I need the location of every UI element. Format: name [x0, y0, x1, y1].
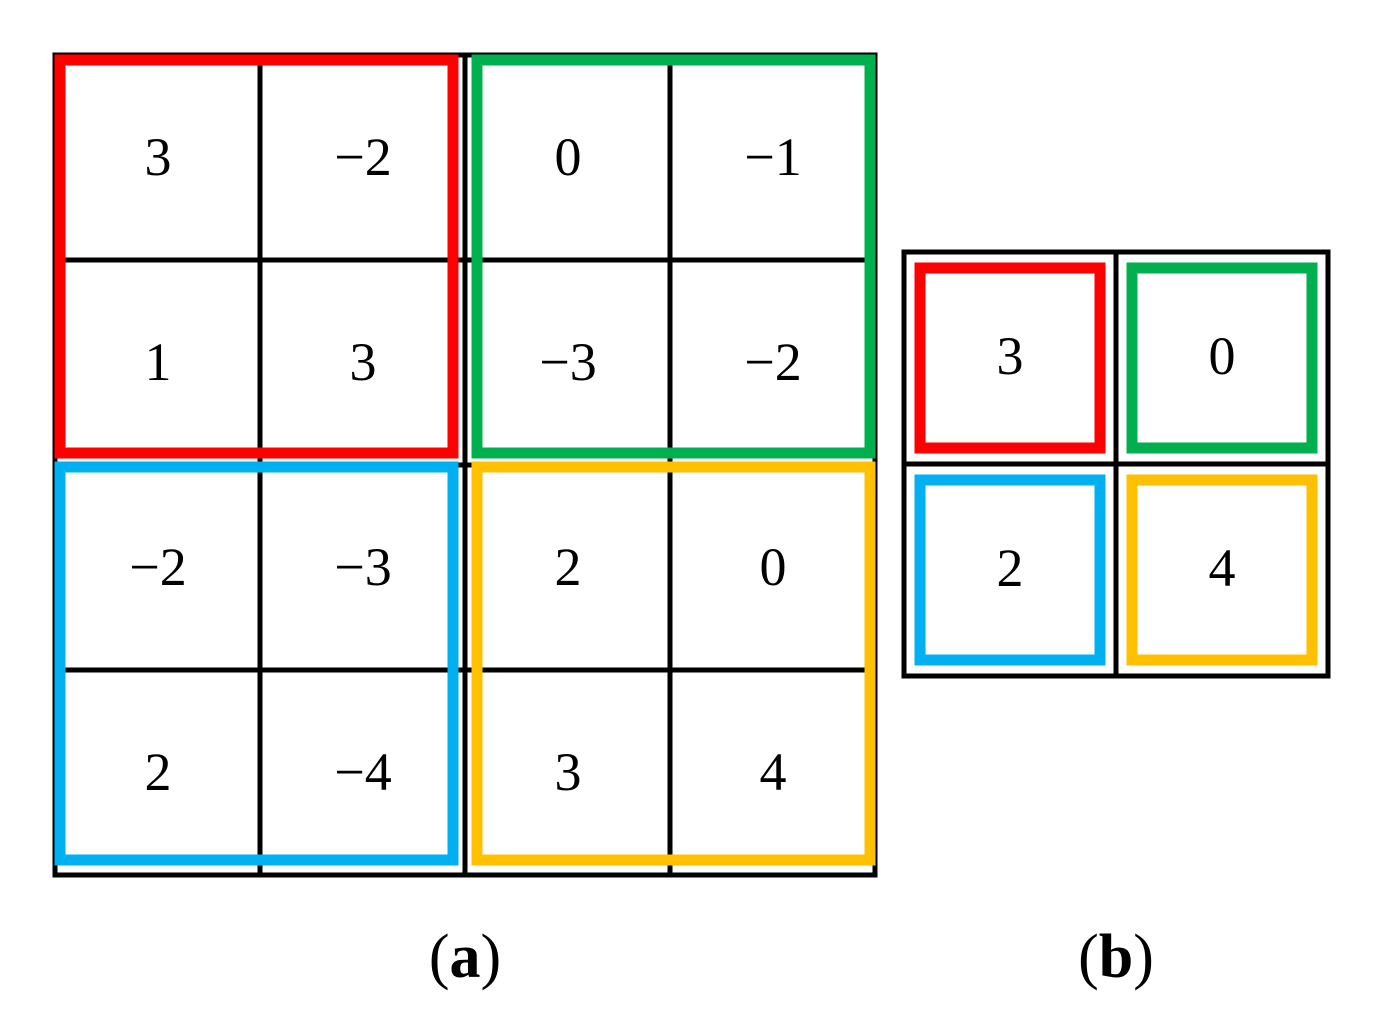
cell-value: 1 [145, 332, 172, 392]
cell-value: −3 [334, 537, 391, 597]
cell-value: 2 [145, 742, 172, 802]
panel-a: 3 −2 0 −1 1 3 −3 −2 −2 −3 2 0 2 −4 3 4 (… [52, 52, 878, 991]
panel-a-caption: (a) [429, 923, 501, 991]
cell-value: 0 [555, 127, 582, 187]
cell-value: −2 [334, 127, 391, 187]
cell-value: 2 [555, 537, 582, 597]
cell-value: 3 [350, 332, 377, 392]
window-green [471, 54, 876, 459]
output-value: 0 [1209, 326, 1236, 386]
cell-value: −1 [744, 127, 801, 187]
caption-letter: b [1099, 923, 1133, 991]
caption-letter: a [450, 923, 481, 991]
output-value: 4 [1209, 538, 1236, 598]
output-border-yellow [1126, 474, 1318, 666]
output-value: 2 [997, 538, 1024, 598]
caption-open-paren: ( [429, 923, 450, 991]
panel-b-cell-borders [914, 262, 1318, 666]
window-yellow [471, 461, 876, 866]
panel-a-values: 3 −2 0 −1 1 3 −3 −2 −2 −3 2 0 2 −4 3 4 [129, 127, 801, 802]
output-border-red [914, 262, 1106, 454]
cell-value: −3 [539, 332, 596, 392]
cell-value: −4 [334, 742, 391, 802]
output-value: 3 [997, 326, 1024, 386]
panel-b-grid [901, 249, 1331, 679]
cell-value: −2 [129, 537, 186, 597]
cell-value: 3 [555, 742, 582, 802]
output-border-green [1126, 262, 1318, 454]
output-border-blue [914, 474, 1106, 666]
caption-open-paren: ( [1078, 923, 1099, 991]
panel-b-values: 3 0 2 4 [997, 326, 1236, 598]
window-blue [54, 461, 459, 866]
cell-value: −2 [744, 332, 801, 392]
caption-close-paren: ) [1133, 923, 1154, 991]
window-red [54, 54, 459, 459]
cell-value: 3 [145, 127, 172, 187]
panel-b-caption: (b) [1078, 923, 1154, 991]
panel-a-pooling-windows [54, 54, 876, 866]
cell-value: 4 [760, 742, 787, 802]
caption-close-paren: ) [481, 923, 502, 991]
cell-value: 0 [760, 537, 787, 597]
panel-b: 3 0 2 4 (b) [901, 249, 1331, 991]
